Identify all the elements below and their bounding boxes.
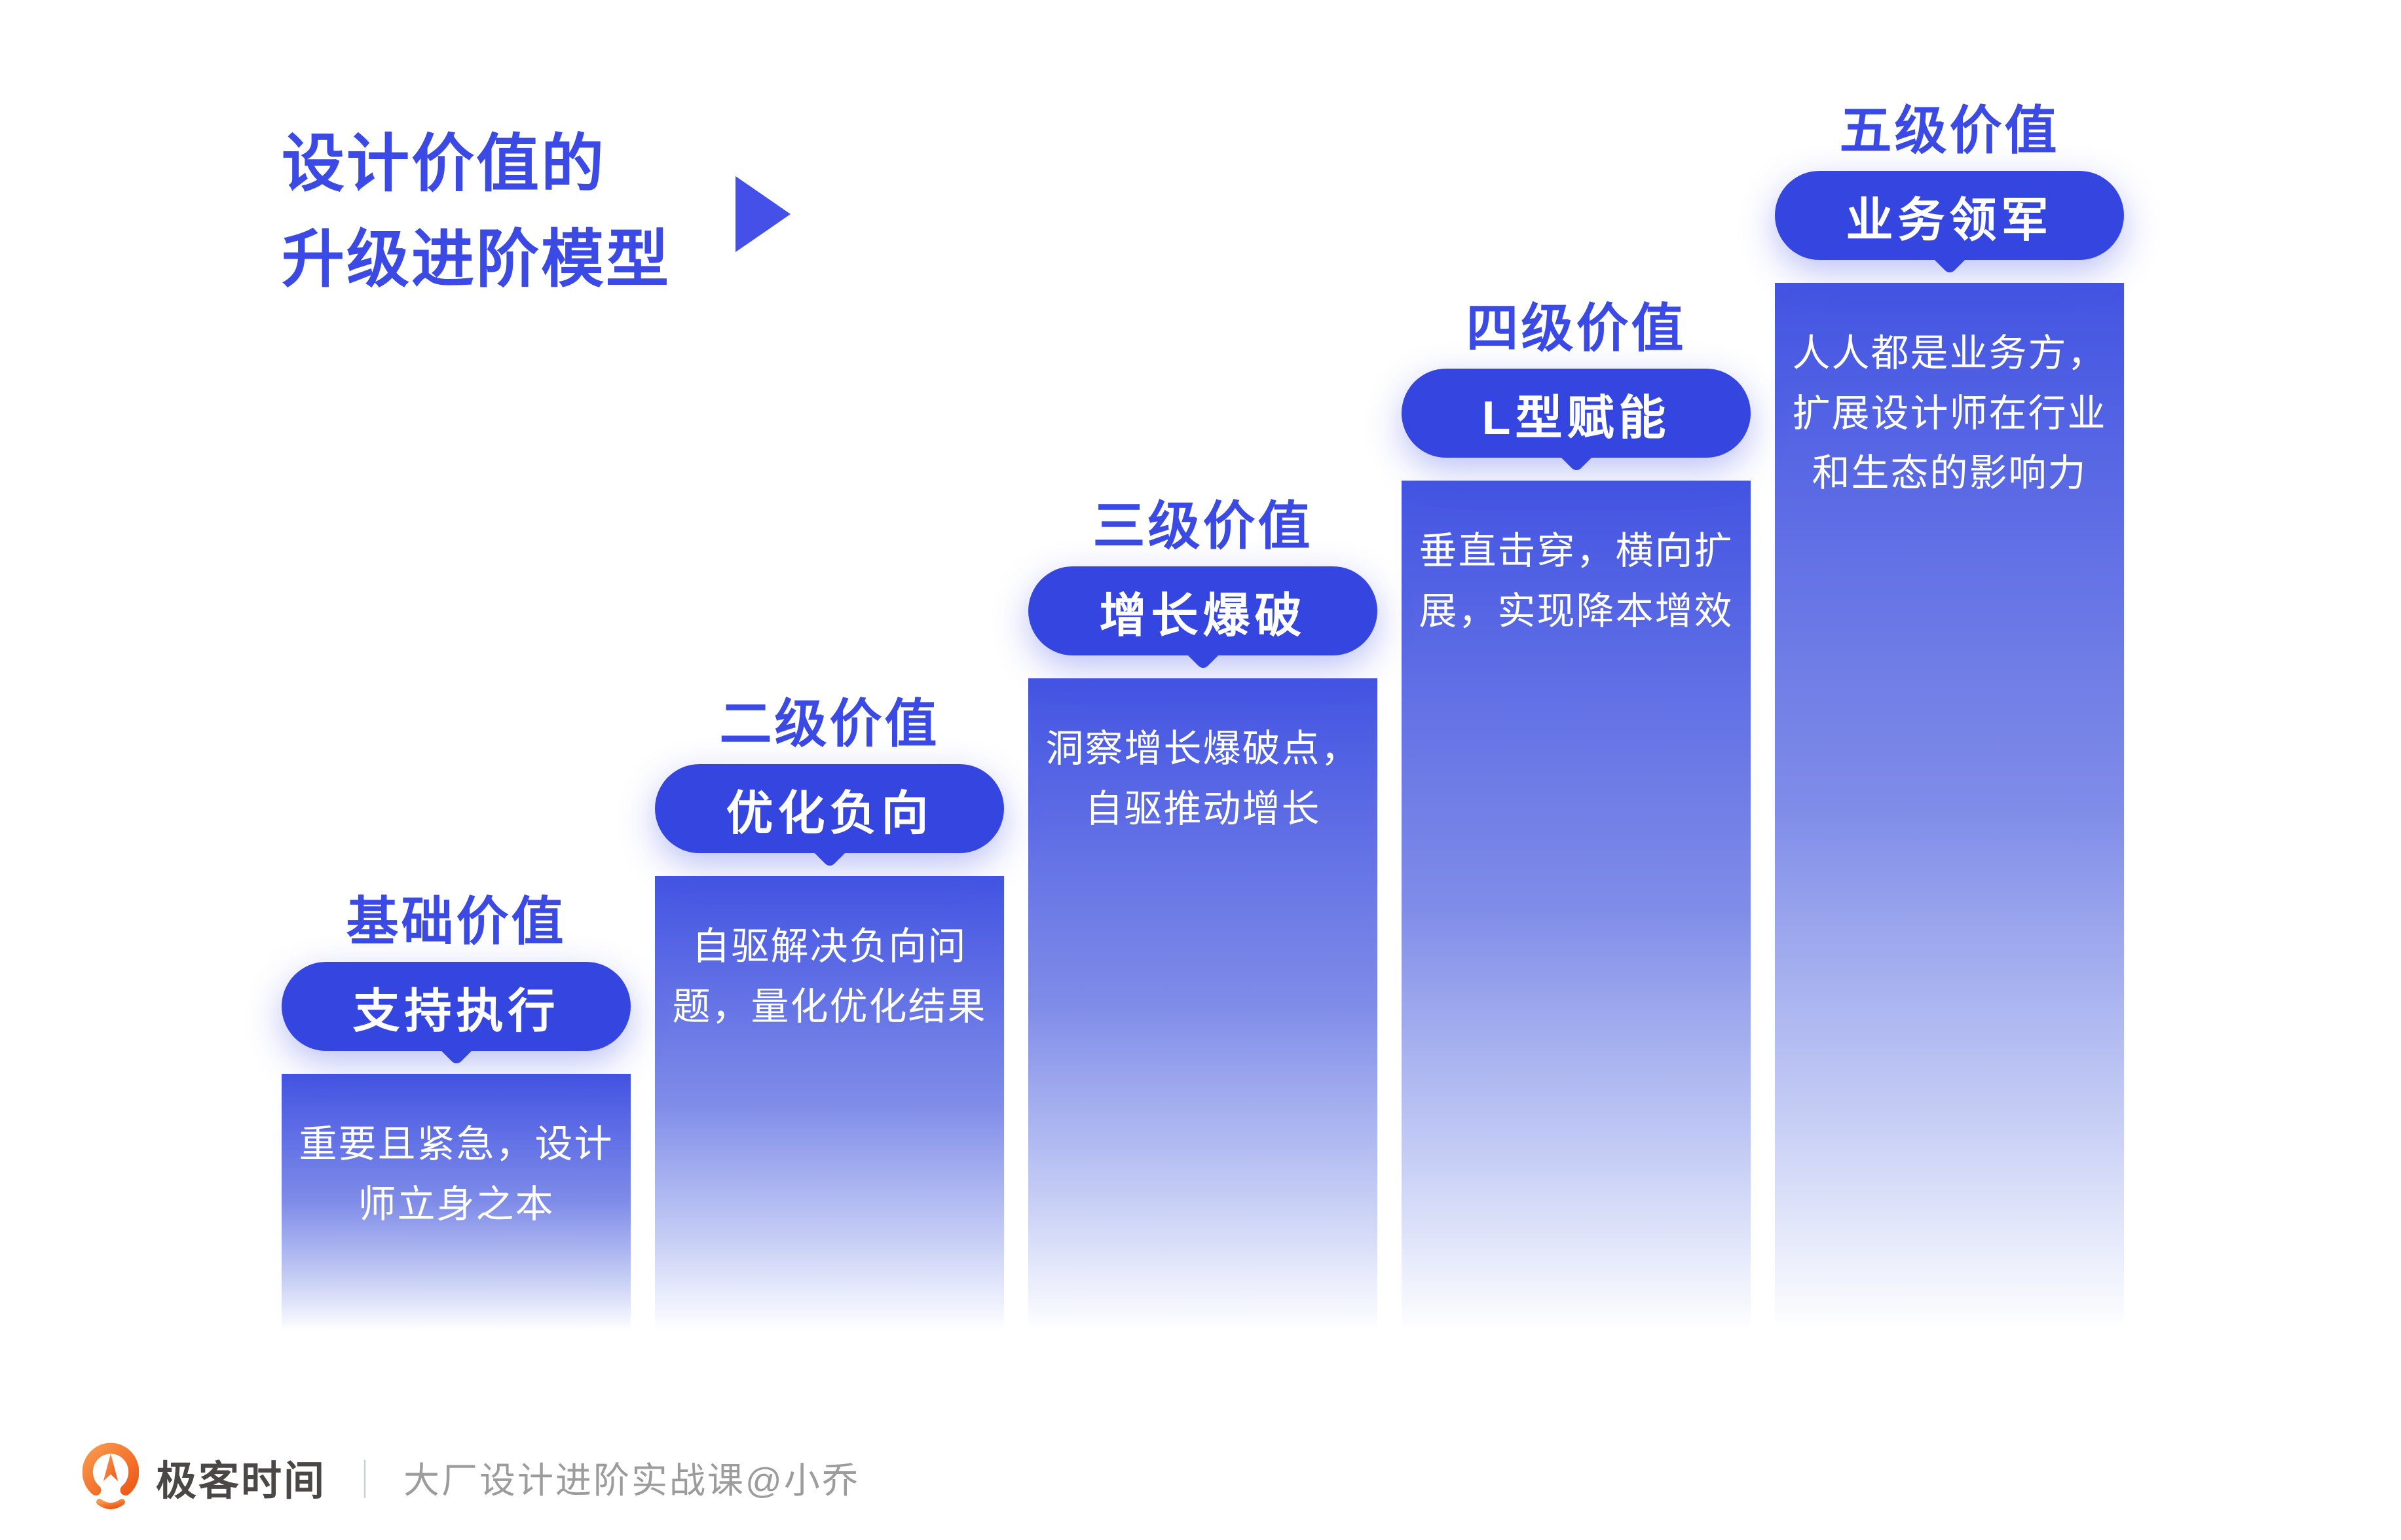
pill-label: 支持执行 <box>352 985 560 1038</box>
brand-name: 极客时间 <box>156 1459 327 1504</box>
play-triangle-icon <box>735 176 791 252</box>
level-desc: 人人都是业务方， 扩展设计师在行业 和生态的影响力 <box>1792 332 2107 495</box>
pill-label: L型赋能 <box>1481 392 1671 445</box>
step-column-1: 基础价值 支持执行 重要且紧急，设计 师立身之本 <box>282 0 631 1540</box>
level-title: 基础价值 <box>346 892 567 951</box>
course-name: 大厂设计进阶实战课@小乔 <box>403 1460 860 1501</box>
step-column-3: 三级价值 增长爆破 洞察增长爆破点， 自驱推动增长 <box>1028 0 1377 1540</box>
level-pill: L型赋能 <box>1402 369 1751 473</box>
step-column-5: 五级价值 业务领军 人人都是业务方， 扩展设计师在行业 和生态的影响力 <box>1775 0 2124 1540</box>
level-title: 三级价值 <box>1092 497 1313 555</box>
step-column-4: 四级价值 L型赋能 垂直击穿，横向扩 展，实现降本增效 <box>1402 0 1751 1540</box>
level-pill: 支持执行 <box>282 962 631 1067</box>
level-desc: 洞察增长爆破点， 自驱推动增长 <box>1045 727 1360 830</box>
level-bar: 垂直击穿，横向扩 展，实现降本增效 <box>1402 481 1751 1330</box>
pill-label: 优化负向 <box>726 787 933 840</box>
level-bar: 重要且紧急，设计 师立身之本 <box>282 1074 631 1330</box>
footer: 极客时间 ｜ 大厂设计进阶实战课@小乔 <box>83 1435 860 1519</box>
footer-divider: ｜ <box>346 1459 384 1502</box>
level-pill: 业务领军 <box>1775 171 2124 276</box>
pill-label: 业务领军 <box>1846 194 2053 247</box>
step-column-2: 二级价值 优化负向 自驱解决负向问 题，量化优化结果 <box>655 0 1004 1540</box>
level-bar: 自驱解决负向问 题，量化优化结果 <box>655 876 1004 1330</box>
level-desc: 重要且紧急，设计 师立身之本 <box>299 1123 614 1226</box>
pill-label: 增长爆破 <box>1099 589 1307 642</box>
page-title: 设计价值的 升级进阶模型 <box>282 129 671 295</box>
level-title: 四级价值 <box>1466 299 1686 358</box>
level-pill: 增长爆破 <box>1028 566 1377 671</box>
level-bar: 人人都是业务方， 扩展设计师在行业 和生态的影响力 <box>1775 283 2124 1330</box>
level-title: 五级价值 <box>1839 101 2060 160</box>
level-title: 二级价值 <box>719 695 940 753</box>
geektime-logo-icon <box>83 1442 139 1509</box>
level-desc: 自驱解决负向问 题，量化优化结果 <box>672 925 987 1028</box>
level-bar: 洞察增长爆破点， 自驱推动增长 <box>1028 678 1377 1330</box>
level-pill: 优化负向 <box>655 764 1004 869</box>
level-desc: 垂直击穿，横向扩 展，实现降本增效 <box>1419 530 1734 632</box>
